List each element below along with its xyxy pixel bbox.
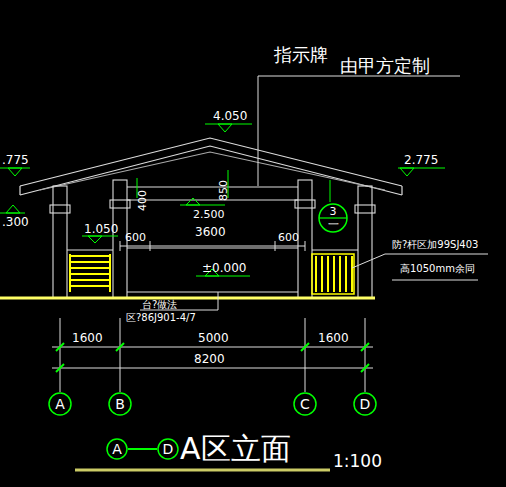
detail-number: 3 (330, 206, 337, 217)
axis-letter: D (360, 397, 371, 411)
axis-circle: C (293, 392, 317, 416)
drawing-label: .300 (2, 216, 29, 228)
axis-letter: D (163, 442, 174, 456)
drawing-label: 1600 (318, 332, 349, 344)
drawing-label: 1600 (72, 332, 103, 344)
drawing-label: 2.500 (193, 209, 225, 220)
axis-circle: B (108, 392, 132, 416)
axis-circle: A (106, 438, 128, 460)
axis-letter: A (55, 397, 65, 411)
drawing-label: 4.050 (213, 110, 247, 122)
drawing-label: 2.775 (404, 154, 438, 166)
axis-letter: C (300, 397, 310, 411)
drawing-label: 8200 (194, 353, 225, 365)
drawing-label: 台?做法 (142, 300, 177, 310)
detail-index-circle: 3一 (318, 203, 348, 233)
drawing-label: 1:100 (333, 453, 382, 470)
drawing-label: 600 (278, 232, 299, 243)
drawing-label: 850 (218, 180, 229, 201)
axis-circle: D (157, 438, 179, 460)
drawing-label: 1.050 (84, 223, 118, 235)
axis-letter: B (115, 397, 125, 411)
axis-letter: A (112, 442, 122, 456)
drawing-label: 由甲方定制 (340, 57, 430, 75)
drawing-label: 指示牌 (274, 46, 328, 64)
drawing-title: A区立面 (180, 434, 291, 464)
drawing-label: 400 (137, 190, 148, 211)
axis-circle: D (353, 392, 377, 416)
drawing-label: 区?86J901-4/7 (126, 313, 196, 323)
drawing-label: 3600 (195, 226, 226, 238)
drawing-label: 5000 (198, 332, 229, 344)
drawing-label: 防?杆区加99SJ403 (392, 240, 478, 250)
drawing-label: .775 (2, 154, 29, 166)
drawing-label: ±0.000 (202, 262, 246, 274)
sheet-number: 一 (328, 219, 339, 230)
axis-circle: A (48, 392, 72, 416)
drawing-label: 600 (125, 232, 146, 243)
drawing-label: 高1050mm余同 (400, 264, 475, 274)
